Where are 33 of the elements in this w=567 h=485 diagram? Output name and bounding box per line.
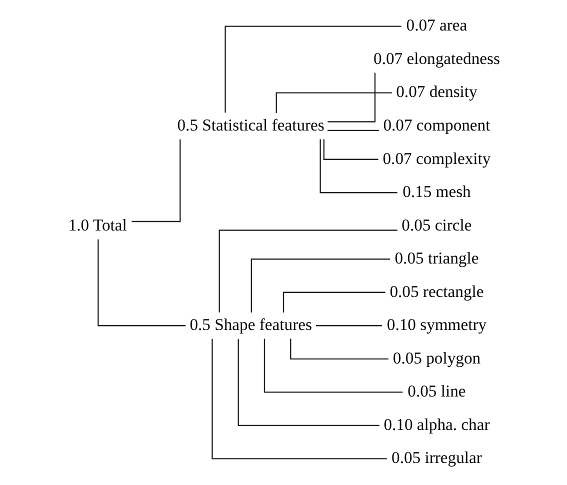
node-text: 0.05 rectangle bbox=[390, 282, 484, 301]
connector bbox=[320, 139, 398, 194]
node-text: 0.5 Statistical features bbox=[177, 115, 324, 134]
connector bbox=[282, 292, 386, 312]
node-text: 0.10 symmetry bbox=[386, 315, 487, 334]
node-text: 0.07 area bbox=[406, 16, 468, 35]
connector bbox=[323, 139, 378, 160]
node-text: 0.05 line bbox=[408, 382, 466, 401]
connector bbox=[328, 130, 379, 132]
connector bbox=[218, 230, 398, 312]
connector bbox=[238, 339, 380, 426]
connector bbox=[212, 338, 387, 460]
node-text: 0.07 component bbox=[383, 115, 490, 134]
connector bbox=[264, 338, 403, 393]
node-text: 0.05 circle bbox=[402, 215, 472, 234]
node-text: 0.5 Shape features bbox=[190, 315, 312, 334]
node-text: 0.07 complexity bbox=[382, 148, 491, 168]
connector bbox=[98, 239, 186, 326]
connector bbox=[276, 92, 392, 113]
connector bbox=[132, 139, 181, 222]
node-text: 0.07 density bbox=[396, 82, 478, 102]
node-text: 0.05 polygon bbox=[392, 348, 481, 368]
node-text: 0.10 alpha. char bbox=[384, 414, 490, 434]
node-text: 0.05 triangle bbox=[394, 248, 479, 268]
connector bbox=[328, 72, 376, 122]
connector bbox=[224, 26, 402, 113]
node-text: 1.0 Total bbox=[68, 215, 127, 234]
connector bbox=[250, 258, 390, 312]
node-text: 0.15 mesh bbox=[402, 182, 471, 202]
node-text: 0.07 elongatedness bbox=[374, 48, 500, 68]
node-text: 0.05 irregular bbox=[392, 448, 482, 468]
connector bbox=[290, 338, 388, 360]
connector bbox=[316, 325, 382, 326]
